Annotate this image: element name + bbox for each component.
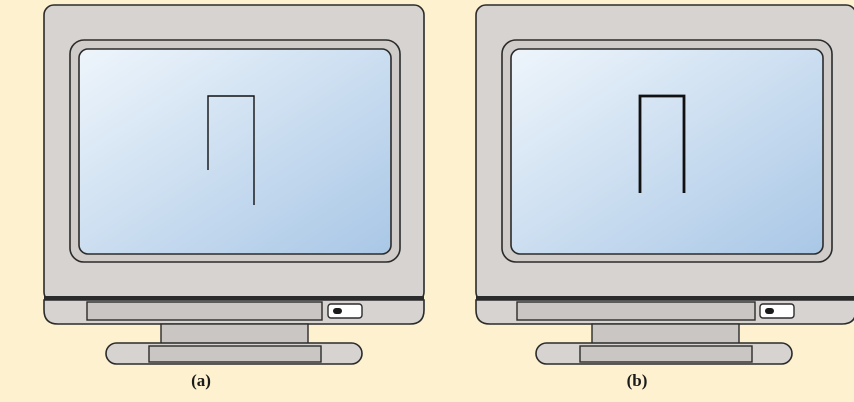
- monitor-b-neck: [592, 324, 739, 345]
- monitor-a-power-icon: [333, 308, 342, 314]
- monitor-a-stand-plate: [149, 346, 321, 362]
- caption-b: (b): [597, 371, 677, 391]
- monitor-a: [44, 5, 424, 364]
- monitor-b-stand-plate: [580, 346, 752, 362]
- monitor-b-drive-slot: [517, 302, 755, 320]
- monitor-b: [476, 5, 854, 364]
- monitor-a-screen: [79, 49, 391, 254]
- monitor-b-power-icon: [765, 308, 774, 314]
- caption-a: (a): [161, 371, 241, 391]
- monitor-b-screen: [511, 49, 823, 254]
- monitor-a-neck: [161, 324, 308, 345]
- monitor-a-drive-slot: [87, 302, 322, 320]
